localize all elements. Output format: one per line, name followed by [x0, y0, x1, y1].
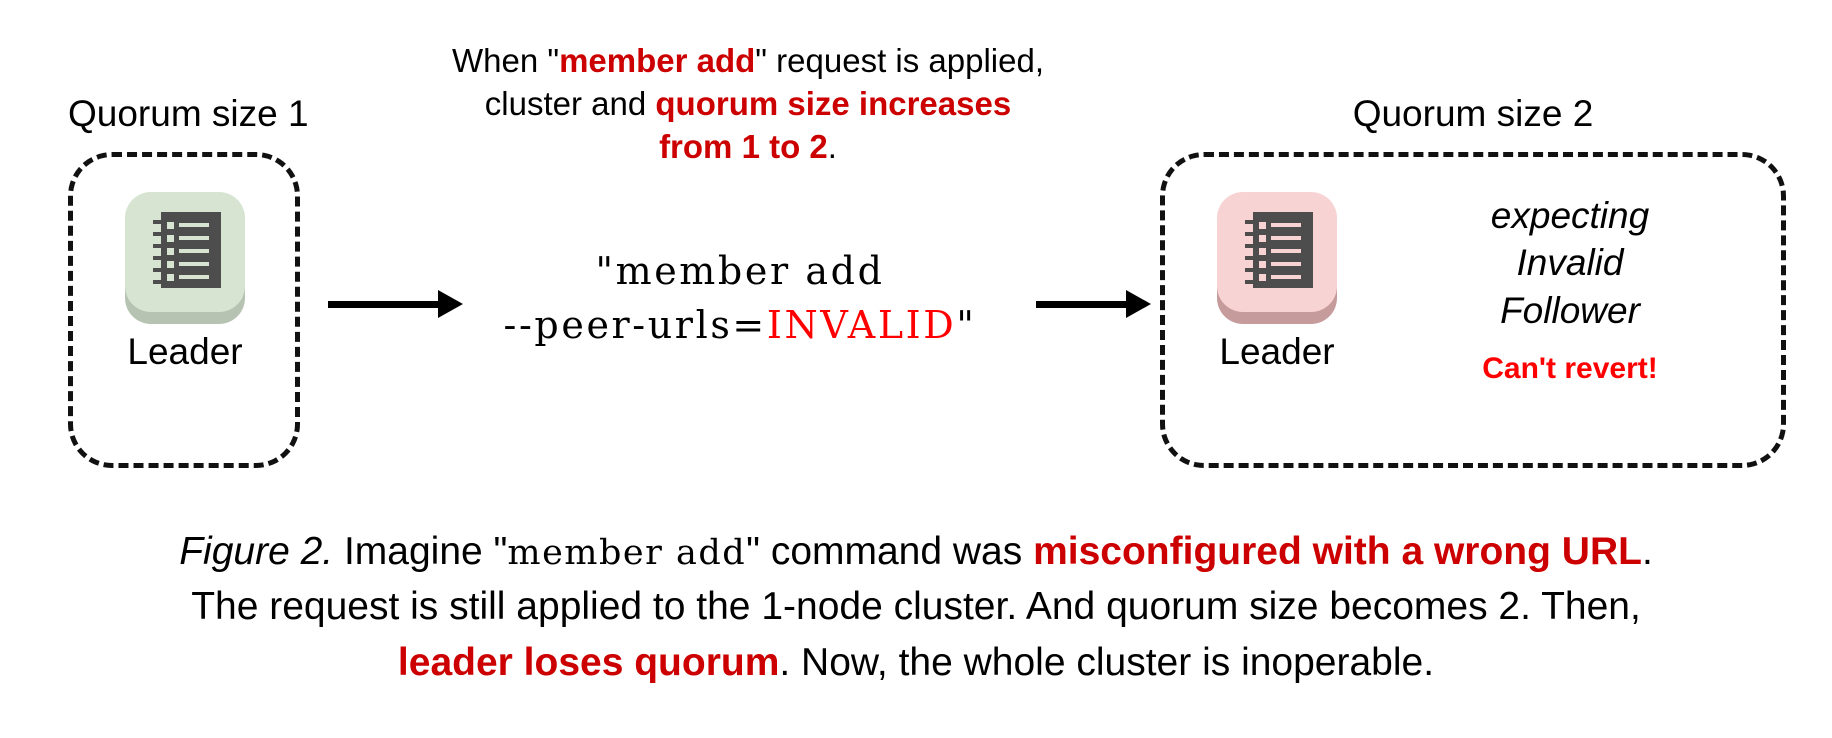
- figure-caption: Figure 2. Imagine "member add" command w…: [56, 524, 1776, 690]
- caption-emphasis-2: leader loses quorum: [397, 640, 780, 684]
- top-annotation-line-1: When "member add" request is applied,: [383, 40, 1113, 83]
- ledger-icon: [123, 190, 247, 324]
- ledger-icon-glyph: [1245, 212, 1313, 288]
- top-note-l1-pre: When ": [451, 42, 560, 79]
- ledger-icon-glyph: [153, 212, 221, 288]
- command-l2-pre: --peer-urls=: [503, 302, 767, 347]
- top-annotation-line-3: from 1 to 2.: [383, 126, 1113, 169]
- arrow-right-icon-2: [1036, 290, 1151, 318]
- status-line-2: Invalid: [1516, 242, 1624, 284]
- command-text: "member add --peer-urls=INVALID": [460, 245, 1020, 353]
- left-cluster-box: [68, 152, 300, 468]
- right-cluster-caption: Quorum size 2: [1352, 93, 1594, 134]
- command-line-2: --peer-urls=INVALID": [460, 299, 1020, 353]
- caption-seg-2: " command was: [746, 530, 1034, 573]
- arrow-2-head: [1126, 290, 1151, 318]
- figure-caption-line-1: Figure 2. Imagine "member add" command w…: [56, 524, 1776, 579]
- ledger-icon: [1215, 190, 1339, 324]
- top-note-l2-pre: cluster and: [484, 84, 656, 122]
- command-invalid-token: INVALID: [766, 302, 957, 347]
- top-note-l3-post: .: [827, 127, 837, 165]
- top-note-l1-post: " request is applied,: [755, 42, 1045, 79]
- right-cluster-node: Leader: [1192, 190, 1362, 373]
- top-annotation-line-2: cluster and quorum size increases: [383, 83, 1113, 126]
- caption-emphasis-1: misconfigured with a wrong URL: [1033, 530, 1642, 573]
- status-line-1: expecting: [1490, 195, 1650, 236]
- left-cluster-node: Leader: [100, 190, 270, 373]
- figure-number: Figure 2.: [179, 530, 334, 573]
- arrow-1-shaft: [328, 301, 440, 308]
- figure-caption-line-2: The request is still applied to the 1-no…: [191, 585, 1641, 629]
- caption-seg-3: .: [1641, 530, 1653, 573]
- status-warning-badge: Can't revert!: [1482, 352, 1658, 386]
- caption-seg-4: . Now, the whole cluster is inoperable.: [779, 640, 1435, 684]
- command-line-1: "member add: [595, 249, 885, 293]
- caption-seg-1: Imagine ": [333, 530, 508, 573]
- status-line-3: Follower: [1500, 289, 1640, 331]
- arrow-right-icon-1: [328, 290, 463, 318]
- arrow-1-head: [438, 290, 463, 318]
- top-note-l1-emphasis: member add: [559, 42, 756, 79]
- caption-mono-command: member add: [507, 533, 747, 573]
- arrow-2-shaft: [1036, 301, 1128, 308]
- top-annotation: When "member add" request is applied, cl…: [383, 40, 1113, 169]
- left-cluster-caption: Quorum size 1: [68, 93, 309, 134]
- figure-caption-line-3: leader loses quorum. Now, the whole clus…: [56, 635, 1776, 690]
- top-note-l2-emphasis: quorum size increases: [655, 84, 1012, 122]
- left-node-label: Leader: [127, 331, 243, 372]
- top-note-l3-emphasis: from 1 to 2: [659, 127, 828, 165]
- command-l2-post: ": [956, 302, 977, 347]
- right-node-label: Leader: [1219, 331, 1335, 372]
- right-cluster-box: [1160, 152, 1786, 468]
- right-cluster-status: expecting Invalid Follower Can't revert!: [1400, 192, 1740, 386]
